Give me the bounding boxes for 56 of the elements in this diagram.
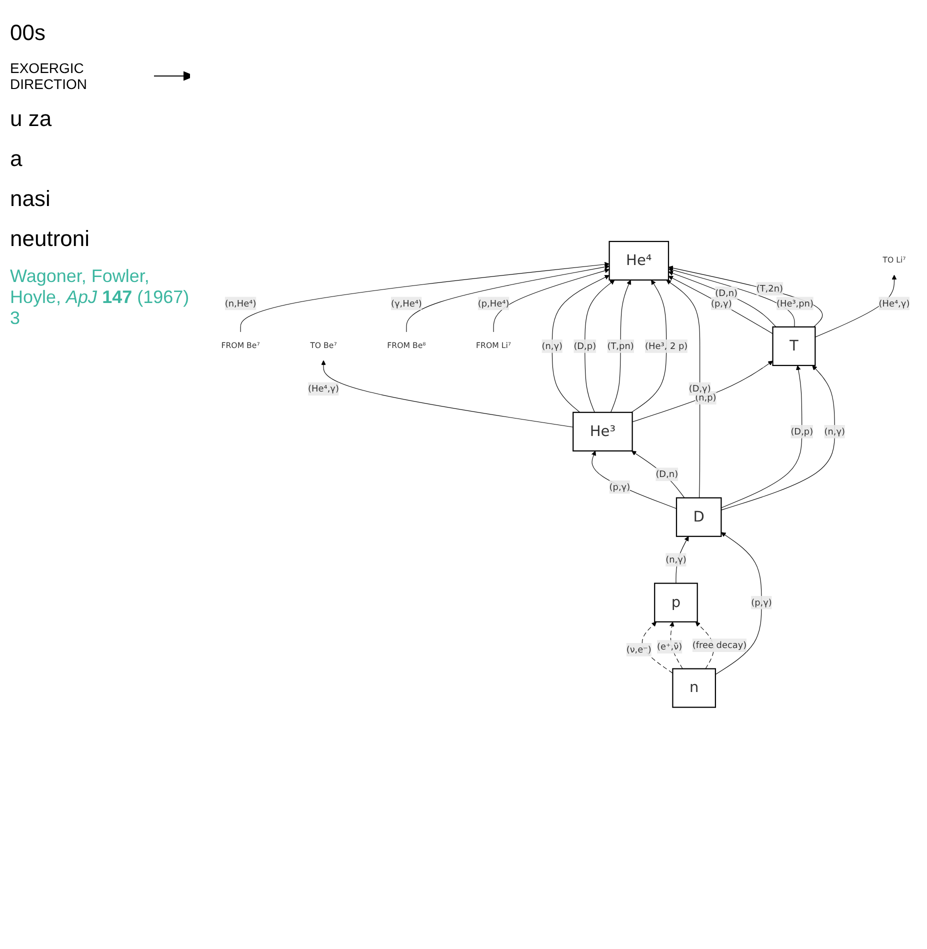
arrow [668, 276, 774, 334]
arrow [631, 450, 685, 498]
node-box: He⁴ [608, 241, 670, 281]
arrow [610, 280, 632, 413]
slide-text: u za [10, 106, 53, 132]
arrow [406, 264, 610, 332]
edge-label: (p,γ) [609, 482, 630, 492]
edge-label: (T,pn) [607, 340, 634, 352]
edge-label: (He³, 2 p) [645, 340, 688, 352]
arrow [668, 268, 795, 328]
edge-label: (n,p) [695, 392, 716, 403]
node-box: p [654, 582, 698, 622]
edge-label: (D,p) [790, 426, 814, 437]
edge-label: (D,n) [656, 468, 678, 480]
edge-label: (D,γ) [688, 383, 711, 394]
arrow [240, 262, 610, 332]
edge-label: (p,γ) [711, 298, 732, 309]
arrow [631, 280, 667, 413]
edge-label: (He⁴,γ) [308, 383, 339, 394]
edge-label: (p,He⁴) [478, 298, 510, 309]
arrow [632, 360, 773, 422]
edge-label: (e⁺,ν̄) [657, 641, 682, 652]
node-box: D [676, 497, 722, 538]
node-box: T [772, 326, 816, 366]
citation-text: Wagoner, Fowler, Hoyle, ApJ 147 (1967) 3 [10, 266, 190, 329]
arrow [584, 280, 615, 413]
arrow [552, 275, 610, 413]
edge-label: (n,γ) [824, 426, 846, 437]
arrow [715, 532, 762, 675]
edge-label: (T,2n) [756, 283, 783, 294]
arrow [668, 271, 776, 328]
arrow [321, 360, 574, 428]
arrow [591, 450, 677, 509]
slide-text: nasi [10, 186, 52, 212]
direction-label: EXOERGIC DIRECTION [10, 60, 88, 92]
edge-label: (n,He⁴) [224, 298, 256, 309]
edge-label: (n,γ) [666, 554, 686, 565]
node-box: He³ [572, 412, 633, 452]
edge-label: (free decay) [692, 640, 747, 650]
edge-label: (D,p) [574, 340, 596, 352]
edge-label: (He³,pn) [776, 298, 814, 309]
edge-label: (γ,He⁴) [391, 298, 422, 309]
arrow [720, 365, 835, 510]
arrow [676, 536, 689, 584]
edge-label: (p,γ) [751, 597, 772, 608]
edge-label: (n,γ) [542, 340, 563, 352]
node-box: n [672, 668, 716, 708]
arrow [493, 268, 610, 332]
edge-label: (D,n) [715, 288, 738, 298]
edge-label: (He⁴,γ) [878, 298, 910, 309]
slide-text: neutroni [10, 226, 91, 252]
arrow [720, 365, 802, 508]
arrow [666, 280, 700, 498]
slide-text: 00s [10, 20, 46, 46]
edge-label: (ν,e⁻) [626, 644, 652, 655]
slide-text: a [10, 146, 24, 172]
